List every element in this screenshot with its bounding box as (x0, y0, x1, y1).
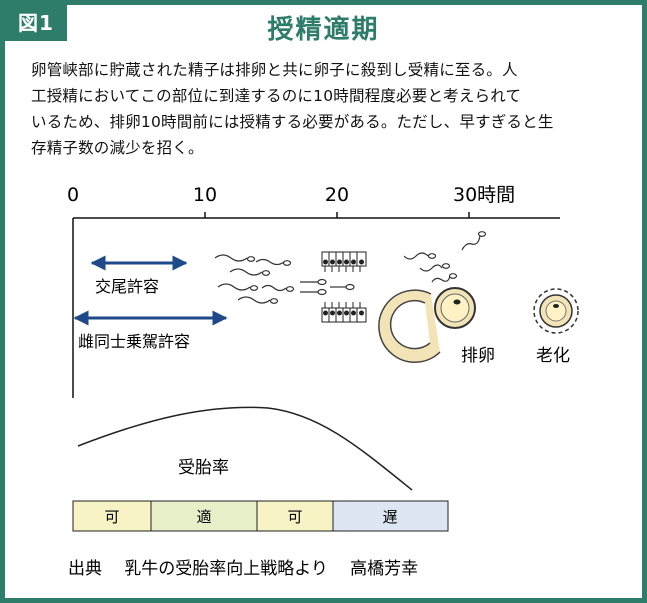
band-segment (332, 500, 449, 532)
aged-ovum-cytoplasm (545, 300, 567, 322)
band-segment (72, 500, 152, 532)
ovulation-label: 排卵 (461, 346, 495, 366)
figure-badge: 図1 (5, 5, 67, 41)
tick-label: 30時間 (453, 184, 515, 206)
aging-label: 老化 (536, 346, 570, 366)
sperm-icon (403, 231, 487, 283)
source-author: 高橋芳幸 (350, 559, 419, 578)
band-label: 可 (287, 508, 302, 526)
oviduct-epithelium-icon (321, 302, 367, 323)
conception-rate-curve (77, 406, 413, 491)
band-label: 可 (104, 508, 119, 526)
ovum-nucleus (453, 299, 461, 305)
description-line: 存精子数の減少を招く。 (31, 139, 204, 157)
aged-ovum-icon (533, 288, 579, 334)
description: 卵管峡部に貯蔵された精子は排卵と共に卵子に殺到し受精に至る。人 工授精においてこ… (31, 57, 627, 161)
oviduct-epithelium-icon (321, 251, 367, 272)
source-credit: 出典 乳牛の受胎率向上戦略より 高橋芳幸 (68, 554, 418, 579)
band-label: 適 (196, 508, 211, 526)
band-segment (150, 500, 258, 532)
mating-label: 交尾許容 (95, 277, 159, 296)
description-line: 工授精においてこの部位に到達するのに10時間程度必要と考えられて (31, 87, 522, 105)
description-line: 卵管峡部に貯蔵された精子は排卵と共に卵子に殺到し受精に至る。人 (31, 61, 518, 79)
band-label: 遅 (382, 508, 397, 526)
timing-band: 可 適 可 遅 (72, 500, 449, 532)
stored-sperm-icon (300, 278, 355, 296)
tick-label: 20 (325, 184, 349, 206)
tick-label: 10 (193, 184, 217, 206)
ovum-cytoplasm (440, 293, 470, 323)
source-text: 乳牛の受胎率向上戦略より (124, 559, 328, 578)
cumulus-inner-edge (389, 299, 431, 350)
tick-label: 0 (67, 184, 79, 206)
description-line: いるため、排卵10時間前には授精する必要がある。ただし、早すぎると生 (31, 113, 554, 131)
figure-title: 授精適期 (267, 15, 380, 45)
aged-ovum-nucleus (553, 304, 559, 308)
standing-label: 雌同士乗駕許容 (78, 332, 190, 351)
conception-rate-label: 受胎率 (178, 458, 229, 478)
source-prefix: 出典 (68, 559, 102, 578)
sperm-icon (214, 254, 295, 304)
